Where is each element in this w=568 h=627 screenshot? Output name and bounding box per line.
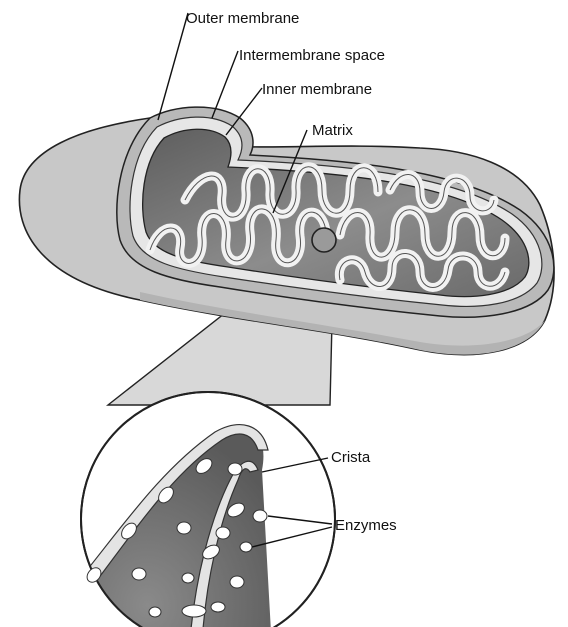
label-matrix: Matrix	[312, 122, 353, 139]
magnified-spot	[312, 228, 336, 252]
label-intermembrane-space: Intermembrane space	[239, 47, 385, 64]
enzyme	[149, 607, 161, 617]
label-outer-membrane: Outer membrane	[186, 10, 299, 27]
enzyme	[253, 510, 267, 522]
enzyme	[240, 542, 252, 552]
leader-outer-membrane	[158, 13, 188, 120]
enzyme	[177, 522, 191, 534]
enzyme	[132, 568, 146, 580]
enzyme	[211, 602, 225, 612]
zoom-circle	[75, 392, 335, 627]
label-inner-membrane: Inner membrane	[262, 81, 372, 98]
enzyme	[182, 605, 206, 617]
enzyme	[228, 463, 242, 475]
enzyme	[230, 576, 244, 588]
label-enzymes: Enzymes	[335, 517, 397, 534]
enzyme	[216, 527, 230, 539]
enzyme	[182, 573, 194, 583]
label-crista: Crista	[331, 449, 371, 466]
leader-intermembrane-space	[212, 51, 238, 118]
